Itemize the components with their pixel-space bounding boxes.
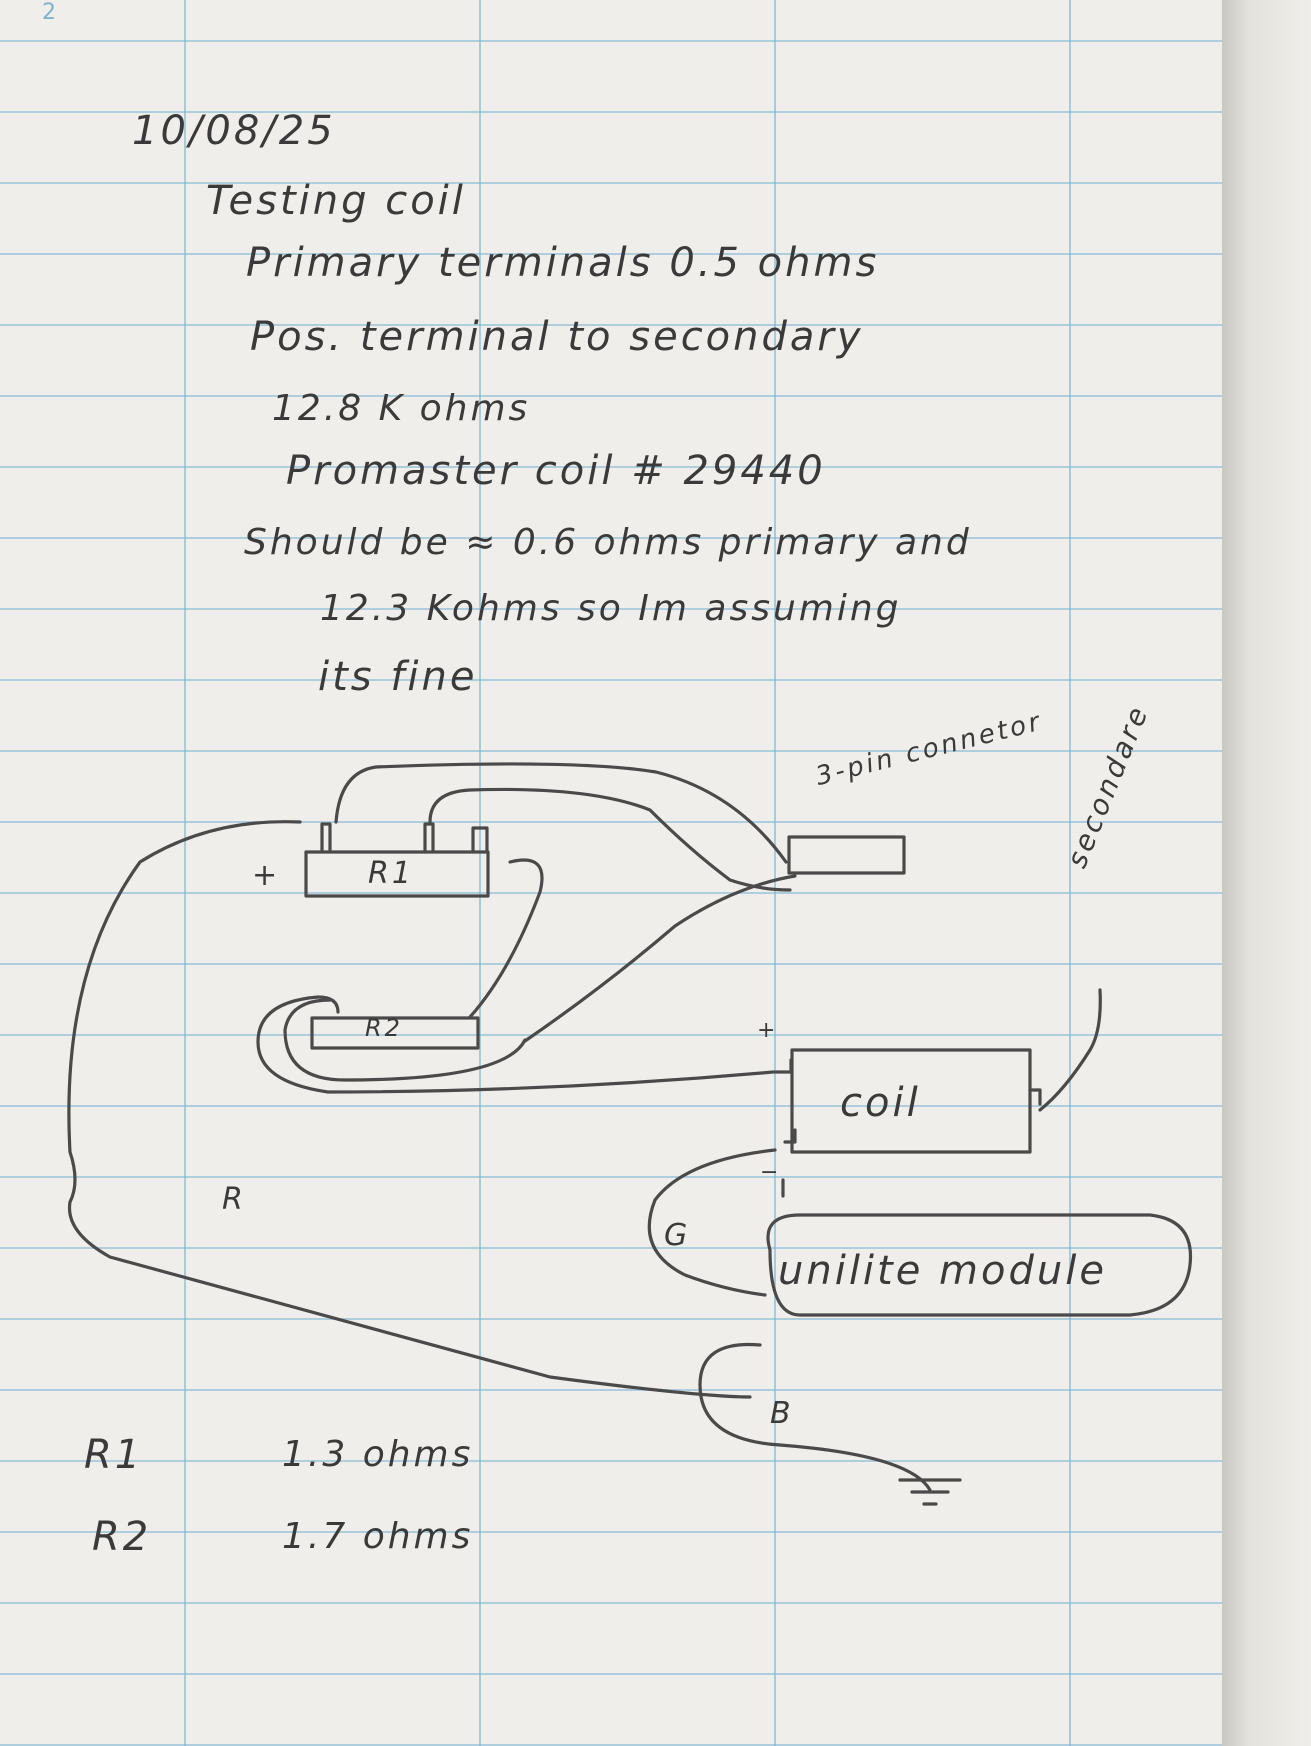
coil-terminals xyxy=(773,1058,1042,1144)
r2-value: 1.7 ohms xyxy=(282,1516,474,1557)
r2-resistor xyxy=(310,1016,480,1050)
wire-r1-to-connector xyxy=(428,787,792,892)
r1-value: 1.3 ohms xyxy=(282,1434,474,1475)
note-date: 10/08/25 xyxy=(132,108,336,154)
r1-terminals xyxy=(320,822,489,854)
ground-icon xyxy=(898,1478,962,1506)
wire-r xyxy=(67,820,752,1399)
wire-b-label: B xyxy=(770,1396,794,1431)
r2-name: R2 xyxy=(92,1514,152,1560)
wire-r2-to-coil xyxy=(256,995,775,1094)
wire-r1-to-connector xyxy=(334,762,788,864)
coil xyxy=(790,1048,1032,1154)
note-line: 12.3 Kohms so Im assuming xyxy=(320,588,902,629)
page-number: 2 xyxy=(42,0,56,25)
note-line: Should be ≈ 0.6 ohms primary and xyxy=(244,522,972,563)
note-line: Testing coil xyxy=(206,178,466,224)
note-line: 12.8 K ohms xyxy=(272,388,531,429)
note-line: Promaster coil # 29440 xyxy=(286,448,826,494)
module-outline xyxy=(766,1213,1193,1317)
r1-plus-label: + xyxy=(252,858,281,893)
coil-minus-label: − xyxy=(760,1160,782,1185)
wire-r-label: R xyxy=(222,1182,246,1217)
module-label: unilite module xyxy=(778,1248,1107,1294)
r1-name: R1 xyxy=(84,1432,144,1478)
note-line: Primary terminals 0.5 ohms xyxy=(246,240,880,286)
page-edge xyxy=(1222,0,1311,1746)
r1-label: R1 xyxy=(368,856,414,891)
notebook-page xyxy=(0,0,1222,1746)
note-line: its fine xyxy=(318,654,478,700)
note-line: Pos. terminal to secondary xyxy=(250,314,864,360)
wire-g-label: G xyxy=(664,1218,691,1253)
wire-secondary xyxy=(1038,988,1102,1112)
wire-r2-loop xyxy=(283,998,527,1082)
r1-resistor xyxy=(304,850,490,898)
wire-connector-to-r2 xyxy=(523,874,797,1043)
wire-r1-to-r2 xyxy=(468,858,544,1019)
wire-b xyxy=(698,1342,932,1492)
coil-label: coil xyxy=(840,1080,921,1126)
three-pin-connector xyxy=(787,835,906,875)
wire-g xyxy=(647,1148,777,1297)
r2-label: R2 xyxy=(365,1014,403,1042)
coil-plus-label: + xyxy=(757,1018,779,1043)
